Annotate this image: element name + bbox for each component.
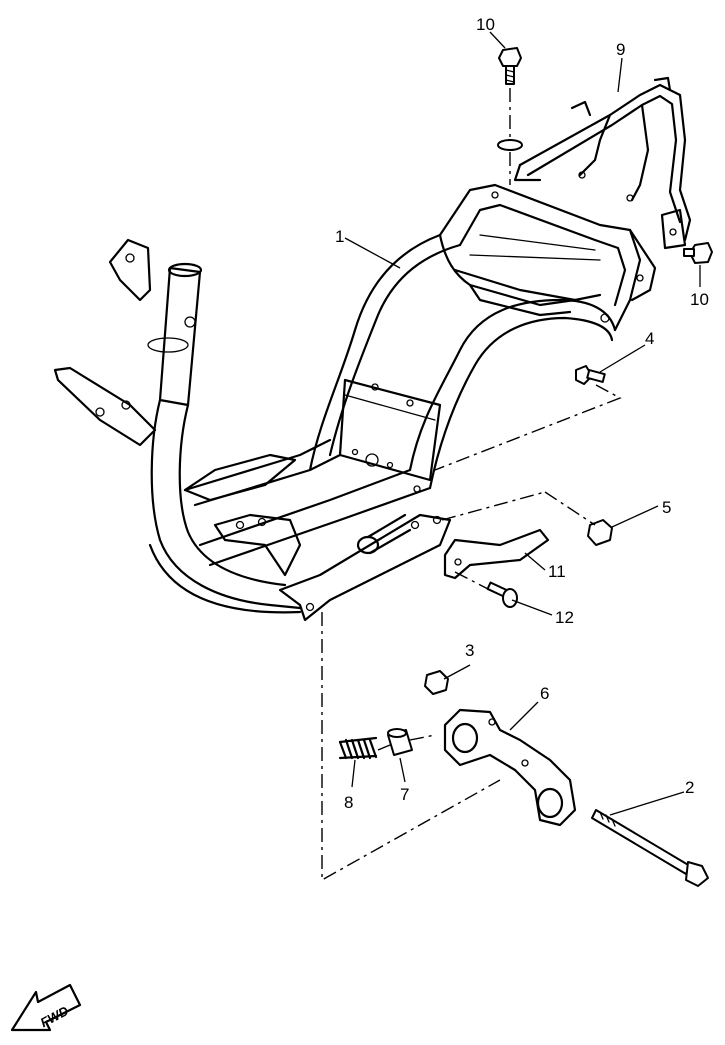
- callout-8: 8: [344, 793, 353, 812]
- callout-2: 2: [685, 778, 694, 797]
- long-bolt-2: [591, 809, 709, 887]
- callout-4: 4: [645, 329, 654, 348]
- washer: [497, 139, 523, 151]
- bracket-11: [443, 528, 550, 580]
- collar-7: [387, 728, 413, 756]
- callout-9: 9: [616, 40, 625, 59]
- callout-6: 6: [540, 684, 549, 703]
- stand-bracket-6: [443, 708, 577, 827]
- fwd-label: FWD: [38, 1003, 72, 1030]
- callout-12: 12: [555, 608, 574, 627]
- nut-3: [424, 670, 449, 695]
- callout-10-right: 10: [690, 290, 709, 309]
- callout-7: 7: [400, 785, 409, 804]
- rear-grab-rail: [513, 76, 692, 250]
- callout-10-top: 10: [476, 15, 495, 34]
- spring-8: [338, 736, 378, 760]
- main-frame: [53, 183, 657, 622]
- callout-11: 11: [548, 562, 566, 581]
- callout-5: 5: [662, 498, 671, 517]
- bolt-12: [486, 581, 518, 608]
- bolt-right: [683, 242, 713, 264]
- forward-arrow-icon: FWD: [10, 983, 82, 1032]
- bolt-top: [498, 47, 522, 85]
- callout-1: 1: [335, 227, 344, 246]
- bolt-4: [575, 365, 606, 385]
- callout-3: 3: [465, 641, 474, 660]
- nut-5: [587, 519, 613, 546]
- leader-lines: [344, 31, 701, 816]
